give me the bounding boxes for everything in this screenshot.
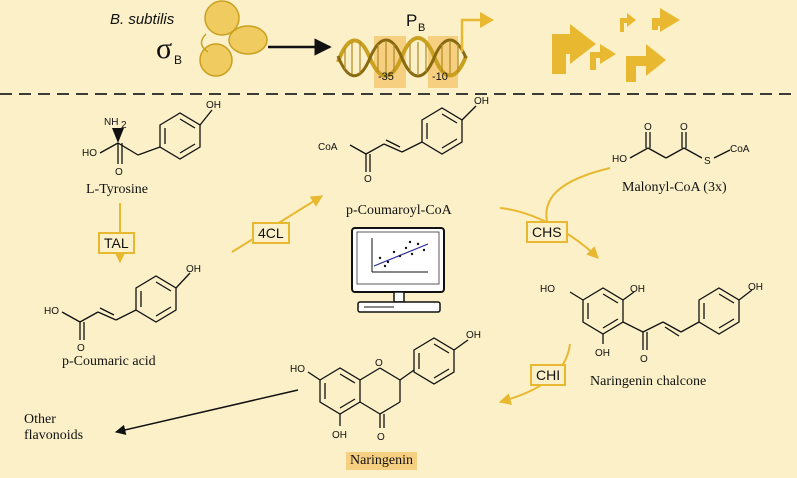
p-coumaroyl-coa-structure [349, 105, 477, 172]
p-coumaric-acid-structure [61, 272, 191, 340]
atom-ho: HO [290, 364, 305, 375]
l-tyrosine-structure [99, 109, 213, 164]
atom-o: O [680, 122, 688, 133]
promoter-label: P [406, 11, 417, 30]
enzyme-label-4cl: 4CL [252, 222, 290, 244]
compound-label-naringenin-chalcone: Naringenin chalcone [590, 374, 707, 389]
atom-coa: CoA [730, 144, 750, 155]
atom-o: O [115, 167, 123, 178]
promoter-subscript: B [418, 22, 425, 34]
atom-o: O [640, 354, 648, 365]
enzyme-label-chi: CHI [530, 364, 567, 386]
promoter-arrow-icon [552, 8, 680, 82]
minus35-label: -35 [378, 71, 394, 83]
compound-label-p-coumaroyl-coa: p-Coumaroyl-CoA [346, 203, 452, 218]
atom-oh: OH [466, 330, 481, 341]
enzyme-label-chs: CHS [526, 221, 568, 243]
atom-nh2: NH [104, 117, 118, 128]
atom-o: O [644, 122, 652, 133]
naringenin-structure [307, 337, 469, 428]
compound-label-naringenin: Naringenin [346, 452, 417, 470]
atom-ho: HO [612, 154, 627, 165]
atom-oh: OH [186, 264, 201, 275]
atom-ho: HO [82, 148, 97, 159]
compound-label-other-line1: Other [24, 412, 56, 427]
minus10-label: -10 [432, 71, 448, 83]
atom-ho: HO [44, 306, 59, 317]
compound-label-p-coumaric-acid: p-Coumaric acid [62, 354, 156, 369]
atom-oh: OH [474, 96, 489, 107]
atom-o: O [364, 174, 372, 185]
malonyl-feed-arrow [545, 167, 611, 227]
atom-o: O [375, 358, 383, 369]
organism-label: B. subtilis [110, 11, 175, 28]
compound-label-l-tyrosine: L-Tyrosine [86, 182, 149, 197]
compound-label-malonyl-coa: Malonyl-CoA (3x) [622, 180, 727, 195]
sigma-subscript: B [174, 53, 182, 67]
sigma-factor-protein-icon [199, 0, 268, 77]
atom-oh: OH [748, 282, 763, 293]
atom-oh: OH [332, 430, 347, 441]
computer-icon [351, 227, 445, 313]
malonyl-coa-structure [629, 132, 731, 159]
atom-nh2-sub: 2 [121, 120, 127, 131]
other-flavonoids-arrow [114, 389, 299, 435]
atom-o: O [77, 343, 85, 354]
enzyme-label-tal: TAL [98, 232, 135, 254]
atom-oh: OH [206, 100, 221, 111]
naringenin-chalcone-structure [569, 287, 753, 350]
atom-o: O [377, 432, 385, 443]
atom-ho: HO [540, 284, 555, 295]
atom-coa: CoA [318, 142, 338, 153]
atom-oh: OH [595, 348, 610, 359]
atom-s: S [704, 156, 711, 167]
compound-label-other-line2: flavonoids [24, 428, 84, 443]
sigma-symbol: σ [156, 32, 172, 65]
dna-helix-icon [336, 36, 468, 78]
atom-oh: OH [630, 284, 645, 295]
transcription-start-arrow [460, 18, 482, 52]
